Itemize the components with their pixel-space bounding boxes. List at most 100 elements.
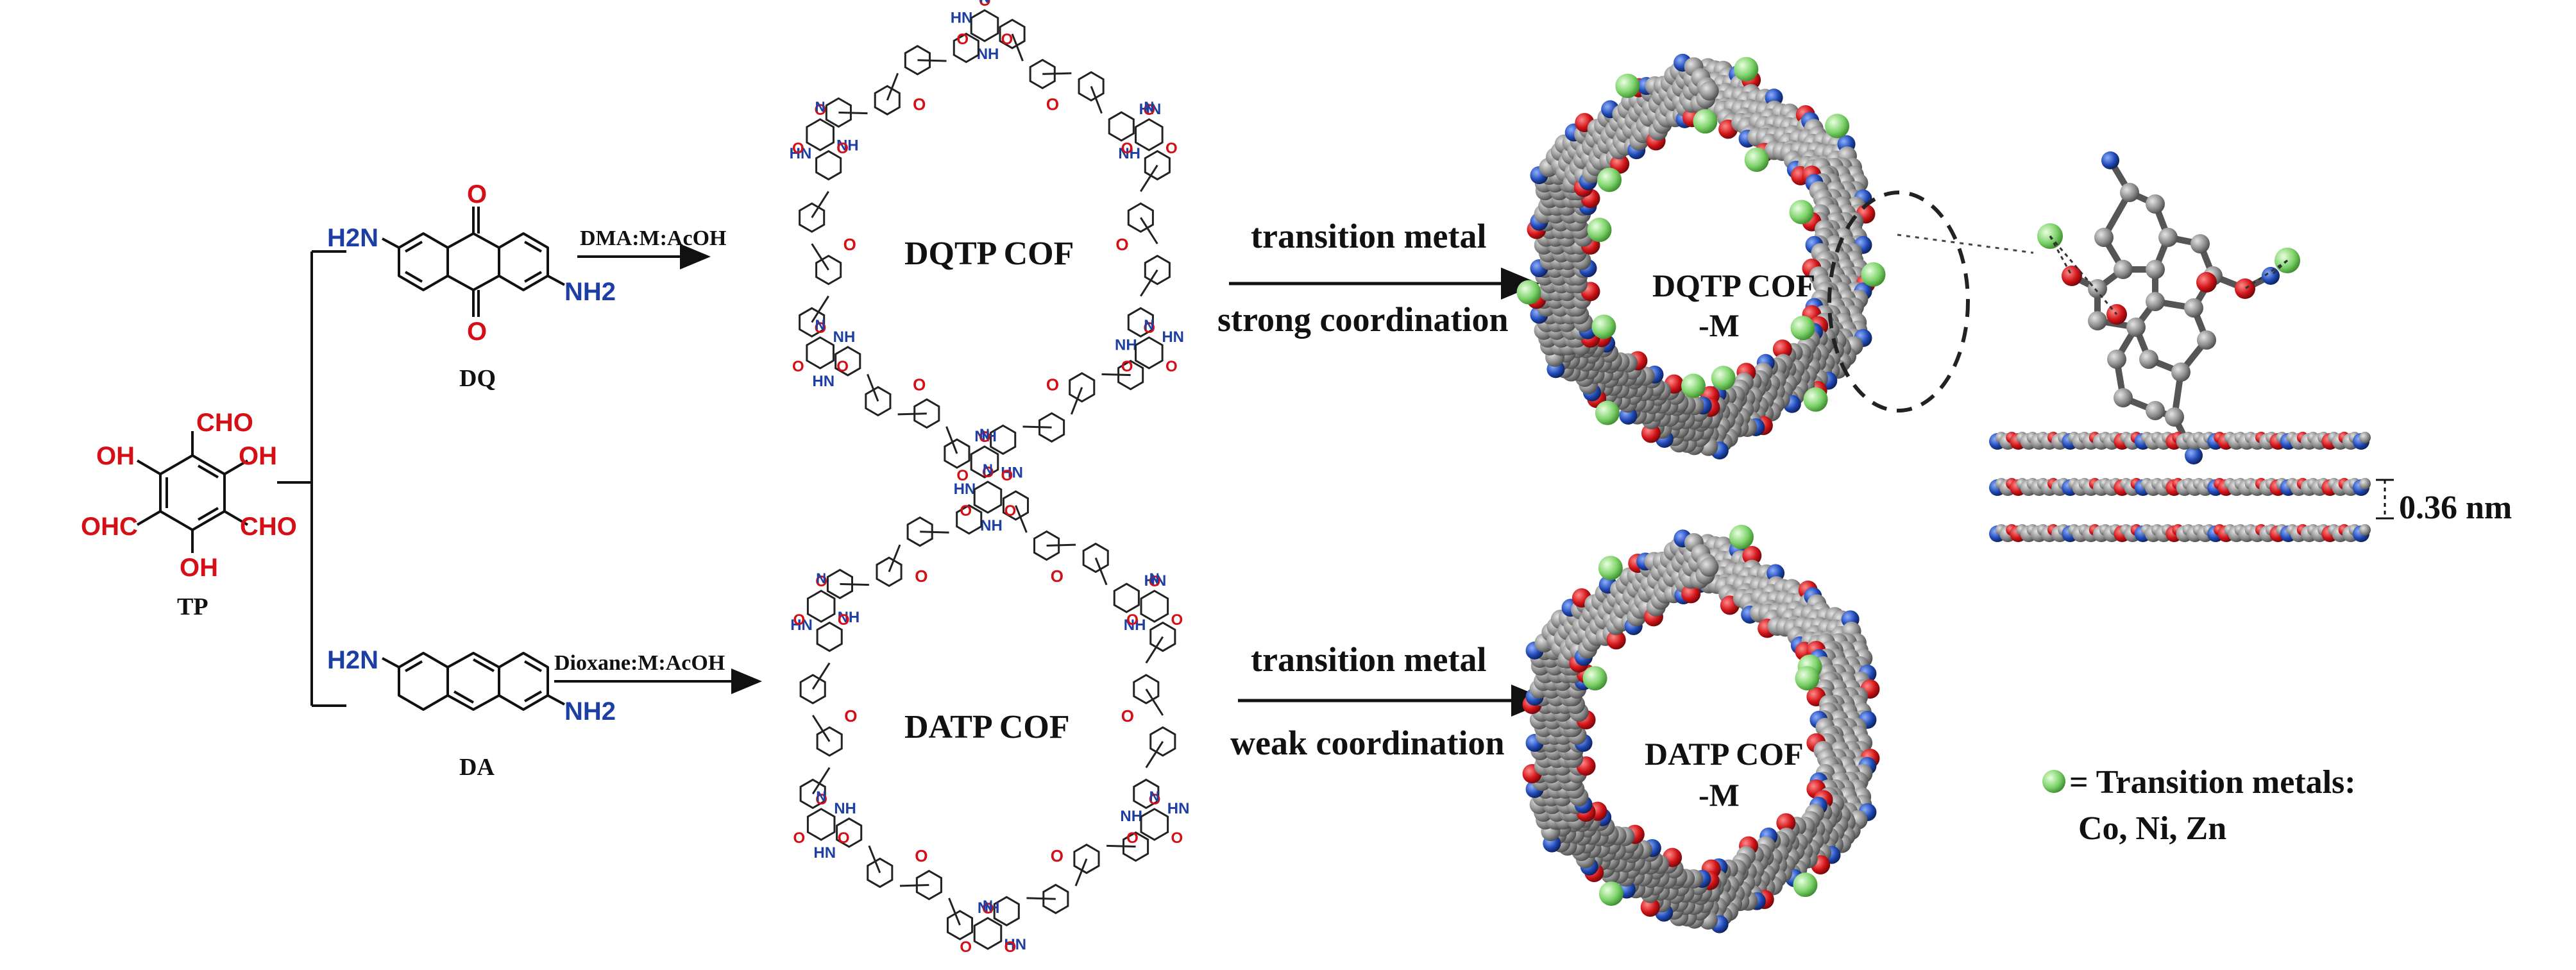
- node-oxygen-label: O: [979, 429, 991, 446]
- linker-hn-label: HN: [790, 145, 812, 162]
- linker-bond: [1145, 636, 1164, 664]
- metalation-bottom-line2: weak coordination: [1230, 724, 1505, 762]
- node-oxygen-label: O: [792, 358, 804, 375]
- carbon-atom: [2158, 228, 2178, 247]
- branch-lines: [277, 250, 346, 707]
- carbon-atom: [2184, 298, 2203, 318]
- linker-hn-label: HN: [1001, 464, 1023, 482]
- linker-o-label: O: [1115, 235, 1128, 254]
- linker-nh-label: NH: [836, 137, 859, 155]
- linker-ring: [1149, 621, 1176, 652]
- node-n-label: N: [816, 570, 826, 586]
- metal-atom: [1793, 872, 1818, 898]
- node-oxygen-label: O: [815, 101, 827, 119]
- node-ring: [970, 9, 999, 42]
- oxygen-atom: [2062, 266, 2082, 286]
- linker-ring: [836, 817, 863, 848]
- node-n-label: N: [816, 788, 826, 804]
- layer-atom: [2359, 478, 2371, 489]
- carbon-atom: [2088, 279, 2107, 298]
- node-oxygen-label: O: [1121, 358, 1133, 375]
- linker-ring: [1113, 583, 1140, 613]
- linker-ring: [799, 202, 826, 233]
- linker-bond: [1140, 217, 1158, 244]
- linker-ring: [816, 621, 843, 652]
- dq-oxygen-bottom: O: [467, 318, 487, 346]
- linker-o-label: O: [913, 95, 926, 114]
- linker-o-label: O: [915, 846, 928, 865]
- node-ring: [1140, 590, 1169, 623]
- dq-label: DQ: [459, 365, 496, 392]
- linker-ring: [1133, 778, 1160, 810]
- node-ring: [970, 445, 999, 479]
- linker-nh-label: NH: [833, 328, 856, 346]
- datp-cof-m-suffix: -M: [1699, 777, 1740, 813]
- linker-bond: [1011, 33, 1024, 62]
- layer-spacing-indicator: 0.36 nm: [2376, 479, 2512, 526]
- oxygen-atom: [1640, 898, 1660, 917]
- node-oxygen-label: O: [1004, 502, 1017, 520]
- node-oxygen-label: O: [979, 0, 991, 10]
- metal-atom: [1595, 400, 1620, 425]
- linker-bond: [1145, 740, 1164, 769]
- node-oxygen-label: O: [793, 830, 806, 847]
- linker-nh-label: NH: [974, 428, 997, 445]
- node-oxygen-label: O: [1171, 611, 1183, 629]
- carbon-atom: [2146, 292, 2165, 311]
- node-ring: [806, 808, 836, 841]
- dqtp-cof-m-suffix: -M: [1699, 307, 1740, 343]
- metal-atom: [1744, 147, 1769, 172]
- carbon-atom: [2126, 318, 2146, 337]
- linker-hn-label: HN: [813, 844, 836, 862]
- node-oxygen-label: O: [1004, 939, 1017, 956]
- linker-bond: [899, 884, 929, 887]
- tp-cho-top: CHO: [196, 409, 253, 437]
- legend-line2: Co, Ni, Zn: [2078, 810, 2226, 847]
- datp-cof-label: DATP COF: [904, 709, 1070, 745]
- linker-o-label: O: [1051, 846, 1063, 865]
- linker-o-label: O: [844, 706, 857, 726]
- linker-ring: [990, 424, 1017, 455]
- metal-atom: [1734, 56, 1759, 81]
- linker-ring: [825, 97, 852, 128]
- linker-nh-label: NH: [980, 517, 1003, 534]
- linker-bond: [886, 72, 899, 101]
- linker-nh-label: NH: [1124, 617, 1146, 634]
- linker-hn-label: HN: [790, 617, 813, 634]
- linker-ring: [993, 896, 1020, 927]
- metal-atom: [1789, 200, 1814, 225]
- metal-atom: [1598, 881, 1623, 906]
- node-oxygen-label: O: [960, 939, 972, 956]
- linker-hn-label: HN: [1139, 101, 1162, 118]
- node-n-label: N: [983, 461, 993, 477]
- linker-ring: [1073, 843, 1100, 874]
- linker-bond: [1015, 505, 1028, 533]
- layer-atom: [2359, 432, 2371, 443]
- linker-ring: [799, 778, 826, 810]
- linker-o-label: O: [915, 566, 928, 586]
- linker-bond: [868, 845, 881, 874]
- coordination-bond: [2049, 235, 2118, 315]
- oxygen-atom: [1606, 630, 1626, 650]
- linker-hn-label: HN: [1144, 572, 1167, 590]
- dqtp-cof-m-model: [1516, 53, 1886, 460]
- linker-ring: [953, 32, 979, 64]
- linker-o-label: O: [913, 375, 926, 394]
- node-ring: [1140, 808, 1169, 841]
- metal-atom: [1516, 280, 1541, 305]
- linker-ring: [904, 45, 931, 76]
- tp-cho-right: CHO: [240, 513, 297, 541]
- linker-ring: [999, 19, 1026, 49]
- node-n-label: N: [815, 99, 826, 115]
- metal-atom: [1711, 366, 1736, 391]
- node-ring: [806, 590, 836, 623]
- node-oxygen-label: O: [1126, 611, 1139, 629]
- linker-bond: [888, 544, 901, 572]
- linker-bond: [1140, 164, 1158, 192]
- linker-hn-label: HN: [951, 9, 973, 26]
- node-oxygen-label: O: [982, 464, 994, 481]
- linker-o-label: O: [1121, 706, 1134, 726]
- da-label: DA: [459, 754, 495, 781]
- node-ring: [973, 917, 1003, 950]
- carbon-atom: [1699, 557, 1719, 577]
